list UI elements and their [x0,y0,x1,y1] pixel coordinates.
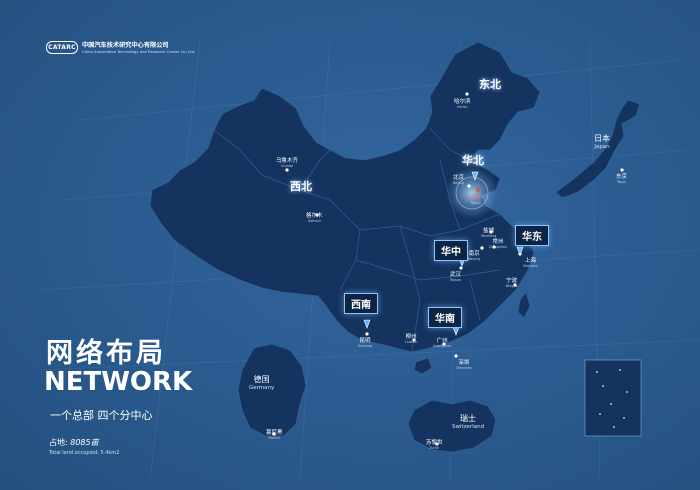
region-south-label[interactable]: 华南 [428,307,462,328]
location-pins [363,171,524,336]
china-landmass [149,41,541,353]
south-china-sea-inset [584,359,642,437]
japan-landmass [555,99,641,199]
catarc-logo-mark: CATARC [46,40,78,54]
page-title-en: NETWORK [44,367,193,397]
city-dots [272,92,624,446]
hq-glow [446,167,498,219]
taiwan-island [517,291,531,319]
company-logo[interactable]: CATARC 中国汽车技术研究中心有限公司 China Automotive T… [46,40,195,54]
land-area-label: 占地: [49,438,68,447]
switzerland-landmass [407,399,497,453]
page-subtitle: 一个总部 四个分中心 [50,409,153,422]
company-name-cn: 中国汽车技术研究中心有限公司 [82,42,169,49]
page-title-cn: 网络布局 [46,338,166,369]
region-east-label[interactable]: 华东 [515,225,549,246]
germany-landmass [237,343,307,437]
inset-islands [596,369,628,428]
region-northeast-label[interactable]: 东北 [479,78,501,91]
land-area: 占地: 8085亩 [49,437,99,448]
hainan-island [413,357,433,375]
region-northwest-label[interactable]: 西北 [290,180,312,193]
region-central-label[interactable]: 华中 [434,240,468,261]
region-north-label[interactable]: 华北 [462,154,484,167]
region-southwest-label[interactable]: 西南 [344,293,378,314]
land-area-value: 8085亩 [70,438,99,447]
land-area-en: Total land occupied: 5.4km2 [49,450,120,456]
company-name-en: China Automotive Technology and Research… [82,49,196,54]
